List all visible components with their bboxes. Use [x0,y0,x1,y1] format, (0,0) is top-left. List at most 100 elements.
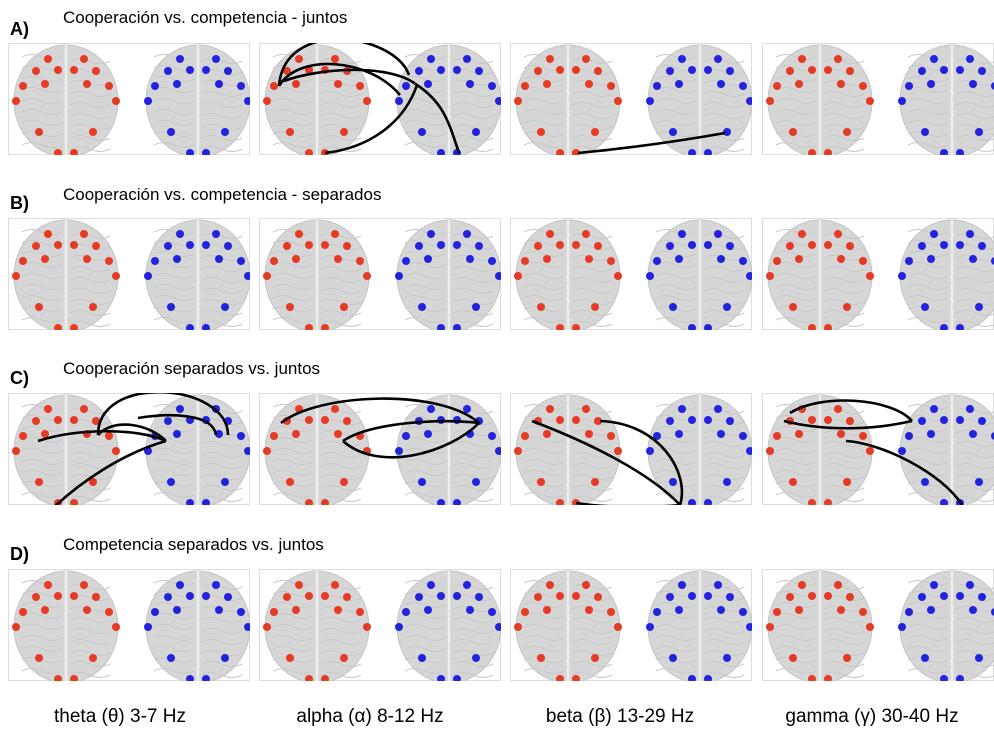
brain-gyrus-participant-2 [655,295,697,301]
electrode-participant-1 [305,592,313,600]
electrode-participant-2 [688,675,696,681]
electrode-participant-2 [966,405,974,413]
electrode-participant-2 [212,55,220,63]
brain-gyrus-participant-2 [655,668,697,674]
row-a-letter: A) [10,19,29,39]
brain-gyrus-participant-2 [153,317,195,323]
electrode-participant-1 [824,149,832,155]
brain-gyrus-participant-1 [21,613,63,619]
electrode-participant-1 [340,478,348,486]
brain-gyrus-participant-1 [21,580,63,586]
electrode-participant-1 [12,97,20,105]
electrode-participant-1 [534,67,542,75]
electrode-participant-1 [846,67,854,75]
electrode-participant-2 [395,447,403,455]
electrode-participant-1 [808,592,816,600]
electrode-participant-2 [466,255,474,263]
electrode-participant-2 [173,80,181,88]
electrode-participant-2 [669,654,677,662]
electrode-participant-2 [688,416,696,424]
electrode-participant-2 [402,82,410,90]
electrode-participant-1 [546,55,554,63]
electrode-participant-1 [591,478,599,486]
electrode-participant-1 [263,623,271,631]
brain-gyrus-participant-1 [320,321,362,327]
brain-gyrus-participant-2 [201,485,243,491]
brain-gyrus-participant-1 [21,602,63,608]
electrode-participant-2 [463,55,471,63]
brain-gyrus-participant-2 [703,672,745,678]
brain-gyrus-participant-2 [703,58,745,64]
brain-gyrus-participant-2 [201,496,243,502]
brain-gyrus-participant-2 [201,672,243,678]
brain-gyrus-participant-1 [823,584,865,590]
electrode-participant-1 [32,67,40,75]
brain-gyrus-participant-1 [775,251,817,257]
brain-gyrus-participant-1 [21,273,63,279]
brain-gyrus-participant-1 [523,437,565,443]
electrode-participant-2 [975,128,983,136]
brain-gyrus-participant-2 [703,277,745,283]
electrode-participant-2 [176,405,184,413]
electrode-participant-1 [773,432,781,440]
brain-participant-1 [263,570,371,681]
brain-gyrus-participant-1 [69,441,111,447]
electrode-participant-2 [395,623,403,631]
electrode-participant-2 [646,272,654,280]
electrode-participant-1 [112,272,120,280]
electrode-participant-2 [653,82,661,90]
brain-gyrus-participant-1 [272,295,314,301]
brain-gyrus-participant-1 [823,672,865,678]
electrode-participant-1 [546,581,554,589]
brain-gyrus-participant-2 [955,496,994,502]
electrode-participant-1 [556,149,564,155]
brain-gyrus-participant-2 [201,233,243,239]
brain-participant-2 [144,44,250,155]
electrode-participant-1 [44,55,52,63]
brain-gyrus-participant-2 [201,474,243,480]
brain-gyrus-participant-1 [823,135,865,141]
brain-gyrus-participant-2 [907,262,949,268]
brain-participant-1 [766,570,874,681]
electrode-participant-2 [186,675,194,681]
brain-gyrus-participant-1 [320,91,362,97]
brain-gyrus-participant-2 [404,602,446,608]
electrode-participant-1 [41,255,49,263]
electrode-participant-2 [717,80,725,88]
electrode-participant-2 [726,417,734,425]
brain-gyrus-participant-1 [69,277,111,283]
connectivity-line [280,397,480,425]
electrode-participant-2 [746,97,752,105]
brain-gyrus-participant-2 [452,584,494,590]
brain-gyrus-participant-1 [320,474,362,480]
electrode-participant-2 [424,430,432,438]
electrode-participant-1 [594,417,602,425]
electrode-participant-2 [237,257,245,265]
brain-gyrus-participant-2 [703,441,745,447]
electrode-participant-1 [32,593,40,601]
electrode-participant-1 [19,82,27,90]
band-label-theta: theta (θ) 3-7 Hz [54,706,186,727]
electrode-participant-2 [704,675,712,681]
connectivity-line [283,68,418,87]
electrode-participant-2 [704,149,712,155]
brain-gyrus-participant-2 [907,87,949,93]
electrode-participant-2 [739,257,747,265]
electrode-participant-2 [666,67,674,75]
electrode-participant-2 [688,66,696,74]
brain-gyrus-participant-1 [523,459,565,465]
brain-gyrus-participant-1 [320,463,362,469]
electrode-participant-2 [918,242,926,250]
brain-gyrus-participant-1 [21,492,63,498]
brain-participant-1 [263,219,371,330]
electrode-participant-1 [70,592,78,600]
brain-gyrus-participant-1 [571,266,613,272]
electrode-participant-2 [723,303,731,311]
electrode-participant-1 [585,80,593,88]
electrode-participant-2 [956,416,964,424]
brain-gyrus-participant-2 [404,142,446,148]
brain-gyrus-participant-1 [823,617,865,623]
brain-gyrus-participant-2 [153,448,195,454]
brain-gyrus-participant-1 [320,310,362,316]
electrode-participant-2 [144,97,152,105]
